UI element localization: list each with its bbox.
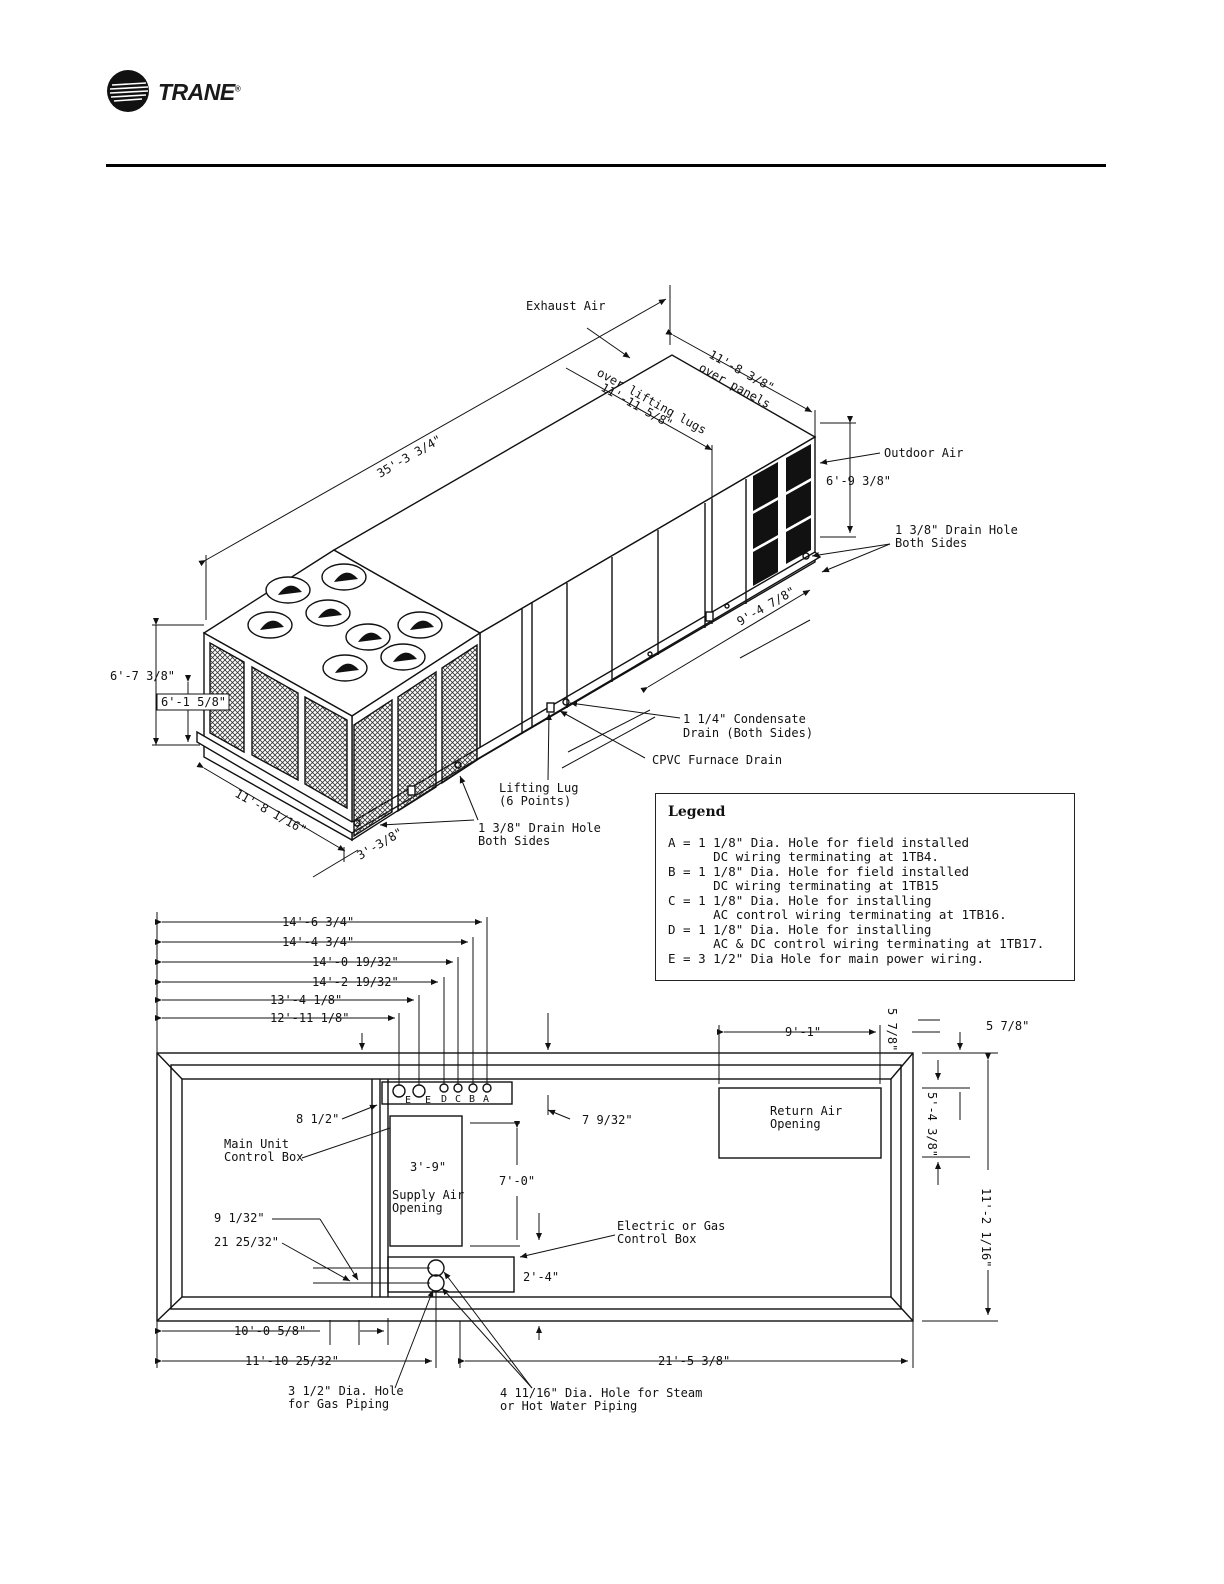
dim-9-1: 9'-1" (785, 1025, 821, 1039)
label-exhaust-air: Exhaust Air (526, 299, 605, 313)
hole-label-e2: E (425, 1095, 431, 1106)
dim-12-11-1-8: 12'-11 1/8" (270, 1011, 349, 1025)
dim-5-7-8-vertical: 5 7/8" (885, 1008, 899, 1051)
elec-gas-control-box (387, 1256, 515, 1293)
dim-overall-length: 35'-3 3/4" (375, 432, 445, 480)
plan-labels: 14'-6 3/4" 14'-4 3/4" 14'-0 19/32" 14'-2… (214, 915, 1029, 1413)
dim-14-2-19-32: 14'-2 19/32" (312, 975, 399, 989)
trane-logo: TRANE® (106, 69, 246, 117)
dim-5-7-8: 5 7/8" (986, 1019, 1029, 1033)
label-gas-piping-2: for Gas Piping (288, 1397, 389, 1411)
legend-line: E = 3 1/2" Dia Hole for main power wirin… (668, 951, 985, 966)
legend-line: AC control wiring terminating at 1TB16. (668, 907, 1007, 922)
legend-box: Legend A = 1 1/8" Dia. Hole for field in… (655, 793, 1075, 981)
dim-height-outdoor: 6'-9 3/8" (826, 474, 891, 488)
dim-7-9-32: 7 9/32" (582, 1113, 633, 1127)
hole-label-e1: E (405, 1095, 411, 1106)
dim-6-1-5-8: 6'-1 5/8" (161, 695, 226, 709)
label-elec-gas-1: Electric or Gas (617, 1219, 725, 1233)
legend-line: DC wiring terminating at 1TB4. (668, 849, 939, 864)
legend-line: C = 1 1/8" Dia. Hole for installing (668, 893, 932, 908)
dim-14-4-3-4: 14'-4 3/4" (282, 935, 354, 949)
dim-10-0-5-8: 10'-0 5/8" (234, 1324, 306, 1338)
label-drain-hole-2: Both Sides (895, 536, 967, 550)
label-drain-hole-b2: Both Sides (478, 834, 550, 848)
legend-title: Legend (668, 804, 726, 820)
outdoor-air-louvers (753, 444, 811, 586)
hole-label-d: D (441, 1094, 447, 1105)
dim-2-4: 2'-4" (523, 1270, 559, 1284)
header-rule (106, 164, 1106, 167)
dim-11-10-25-32: 11'-10 25/32" (245, 1354, 339, 1368)
label-cpvc: CPVC Furnace Drain (652, 753, 782, 767)
dim-6-7-3-8: 6'-7 3/8" (110, 669, 175, 683)
label-return-air-1: Return Air (770, 1104, 842, 1118)
dim-21-25-32: 21 25/32" (214, 1235, 279, 1249)
iso-dimension-lines (152, 285, 891, 878)
dim-7-0: 7'-0" (499, 1174, 535, 1188)
return-air-opening (718, 1087, 882, 1159)
label-drain-hole-b1: 1 3/8" Drain Hole (478, 821, 601, 835)
label-main-unit-1: Main Unit (224, 1137, 289, 1151)
label-supply-air-1: Supply Air (392, 1188, 464, 1202)
label-lifting-lug-1: Lifting Lug (499, 781, 578, 795)
label-return-air-2: Opening (770, 1117, 821, 1131)
plan-outer-curb (156, 1052, 914, 1322)
brand-name: TRANE® (158, 79, 241, 105)
dim-14-6-3-4: 14'-6 3/4" (282, 915, 354, 929)
dim-21-5-3-8: 21'-5 3/8" (658, 1354, 730, 1368)
label-lifting-lug-2: (6 Points) (499, 794, 571, 808)
label-outdoor-air: Outdoor Air (884, 446, 963, 460)
plan-view (156, 1052, 914, 1322)
supply-air-opening (389, 1115, 463, 1247)
legend-line: D = 1 1/8" Dia. Hole for installing (668, 922, 932, 937)
dim-3-9: 3'-9" (410, 1160, 446, 1174)
label-supply-air-2: Opening (392, 1201, 443, 1215)
label-elec-gas-2: Control Box (617, 1232, 696, 1246)
isometric-unit (196, 354, 822, 842)
legend-line: AC & DC control wiring terminating at 1T… (668, 936, 1045, 951)
dim-9-1-32: 9 1/32" (214, 1211, 265, 1225)
label-drain-hole-1: 1 3/8" Drain Hole (895, 523, 1018, 537)
main-control-box (381, 1081, 513, 1105)
hole-label-c: C (455, 1094, 461, 1105)
dim-13-4-1-8: 13'-4 1/8" (270, 993, 342, 1007)
label-gas-piping-1: 3 1/2" Dia. Hole (288, 1384, 404, 1398)
dim-8-1-2: 8 1/2" (296, 1112, 339, 1126)
trane-logo-mark-icon (107, 70, 149, 112)
label-steam-1: 4 11/16" Dia. Hole for Steam (500, 1386, 702, 1400)
legend-line: B = 1 1/8" Dia. Hole for field installed (668, 864, 970, 879)
legend-line: DC wiring terminating at 1TB15 (668, 878, 939, 893)
label-steam-2: or Hot Water Piping (500, 1399, 637, 1413)
dim-14-0-19-32: 14'-0 19/32" (312, 955, 399, 969)
dim-11-2-1-16: 11'-2 1/16" (979, 1188, 993, 1267)
legend-line: A = 1 1/8" Dia. Hole for field installed (668, 835, 970, 850)
label-main-unit-2: Control Box (224, 1150, 303, 1164)
label-condensate-2: Drain (Both Sides) (683, 726, 813, 740)
plan-dimension-lines (155, 912, 998, 1389)
hole-label-b: B (469, 1094, 475, 1105)
hole-label-a: A (483, 1094, 489, 1105)
dim-5-4-3-8: 5'-4 3/8" (925, 1092, 939, 1157)
label-condensate-1: 1 1/4" Condensate (683, 712, 806, 726)
